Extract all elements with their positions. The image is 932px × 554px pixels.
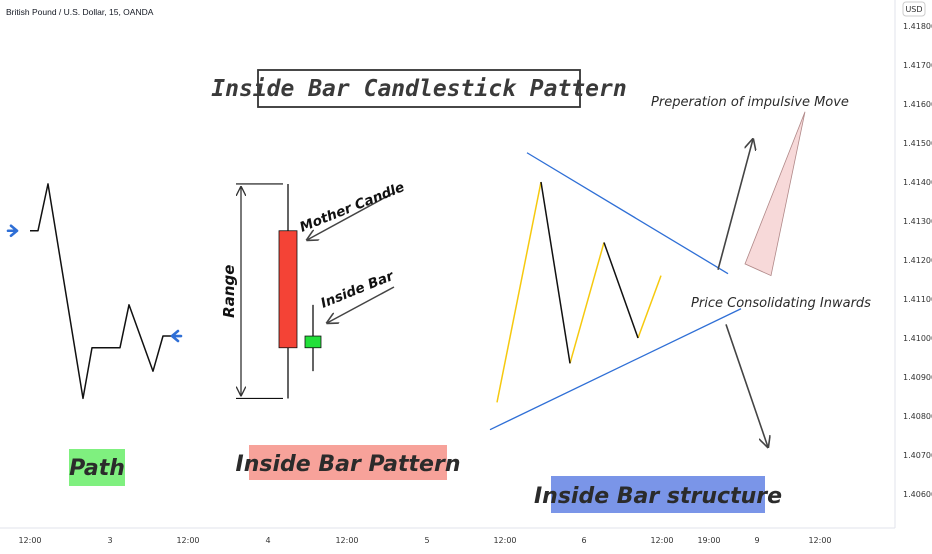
y-tick-label: 1.40800 <box>903 412 932 421</box>
x-tick-label: 9 <box>754 536 759 545</box>
y-tick-label: 1.41000 <box>903 334 932 343</box>
x-tick-label: 12:00 <box>335 536 358 545</box>
y-axis-ticks: 1.41800 1.41700 1.41600 1.41500 1.41400 1.413… <box>903 22 932 499</box>
path-line <box>30 183 173 400</box>
pattern-label: Inside Bar Pattern <box>236 452 461 477</box>
x-axis-ticks: 12:00 3 12:00 4 12:00 5 12:00 6 12:00 19:00 9 12:00 <box>18 536 831 545</box>
x-tick-label: 4 <box>265 536 270 545</box>
inside-bar-pointer <box>327 286 395 323</box>
title-box <box>257 69 581 108</box>
x-tick-label: 12:00 <box>808 536 831 545</box>
x-tick-label: 19:00 <box>697 536 720 545</box>
currency-label: USD <box>905 5 922 14</box>
x-tick-label: 12:00 <box>176 536 199 545</box>
inside-bar-body <box>304 335 322 349</box>
range-label: Range <box>220 265 238 318</box>
consolidation-note: Price Consolidating Inwards <box>691 296 871 311</box>
structure-label-background <box>551 476 765 513</box>
path-label-background <box>69 449 125 486</box>
breakout-down-arrow <box>725 324 768 447</box>
lower-trendline <box>489 308 742 431</box>
up-leg <box>496 181 542 403</box>
structure-label: Inside Bar structure <box>534 484 782 509</box>
y-tick-label: 1.41100 <box>903 295 932 304</box>
path-diagram <box>6 183 183 400</box>
down-leg <box>540 181 571 364</box>
x-tick-label: 5 <box>424 536 429 545</box>
y-tick-label: 1.41200 <box>903 256 932 265</box>
up-leg <box>637 275 662 339</box>
x-tick-label: 12:00 <box>18 536 41 545</box>
path-exit-marker <box>170 329 183 343</box>
impulse-wedge <box>744 111 806 277</box>
y-tick-label: 1.40600 <box>903 490 932 499</box>
y-tick-label: 1.40900 <box>903 373 932 382</box>
down-leg <box>603 242 639 339</box>
x-tick-label: 12:00 <box>650 536 673 545</box>
chart-title: Inside Bar Candlestick Pattern <box>211 76 626 102</box>
x-tick-label: 6 <box>581 536 586 545</box>
y-tick-label: 1.41700 <box>903 61 932 70</box>
currency-badge[interactable] <box>902 1 926 17</box>
up-leg <box>569 242 605 364</box>
mother-candle-label: Mother Candle <box>298 179 407 236</box>
x-tick-label: 12:00 <box>493 536 516 545</box>
x-tick-label: 3 <box>107 536 112 545</box>
y-tick-label: 1.41400 <box>903 178 932 187</box>
impulse-note: Preperation of impulsive Move <box>651 95 849 110</box>
y-tick-label: 1.40700 <box>903 451 932 460</box>
inside-bar-structure-diagram <box>489 111 806 447</box>
path-label: Path <box>69 456 125 481</box>
symbol-header: British Pound / U.S. Dollar, 15, OANDA <box>6 7 154 17</box>
inside-bar-label: Inside Bar <box>319 268 398 312</box>
mother-candle-pointer <box>307 191 396 240</box>
breakout-up-arrow <box>717 139 753 270</box>
y-tick-label: 1.41300 <box>903 217 932 226</box>
y-tick-label: 1.41500 <box>903 139 932 148</box>
path-entry-marker <box>6 224 19 238</box>
mother-candle-body <box>278 230 298 349</box>
pattern-label-background <box>249 445 447 480</box>
y-tick-label: 1.41800 <box>903 22 932 31</box>
upper-trendline <box>526 152 729 275</box>
y-tick-label: 1.41600 <box>903 100 932 109</box>
